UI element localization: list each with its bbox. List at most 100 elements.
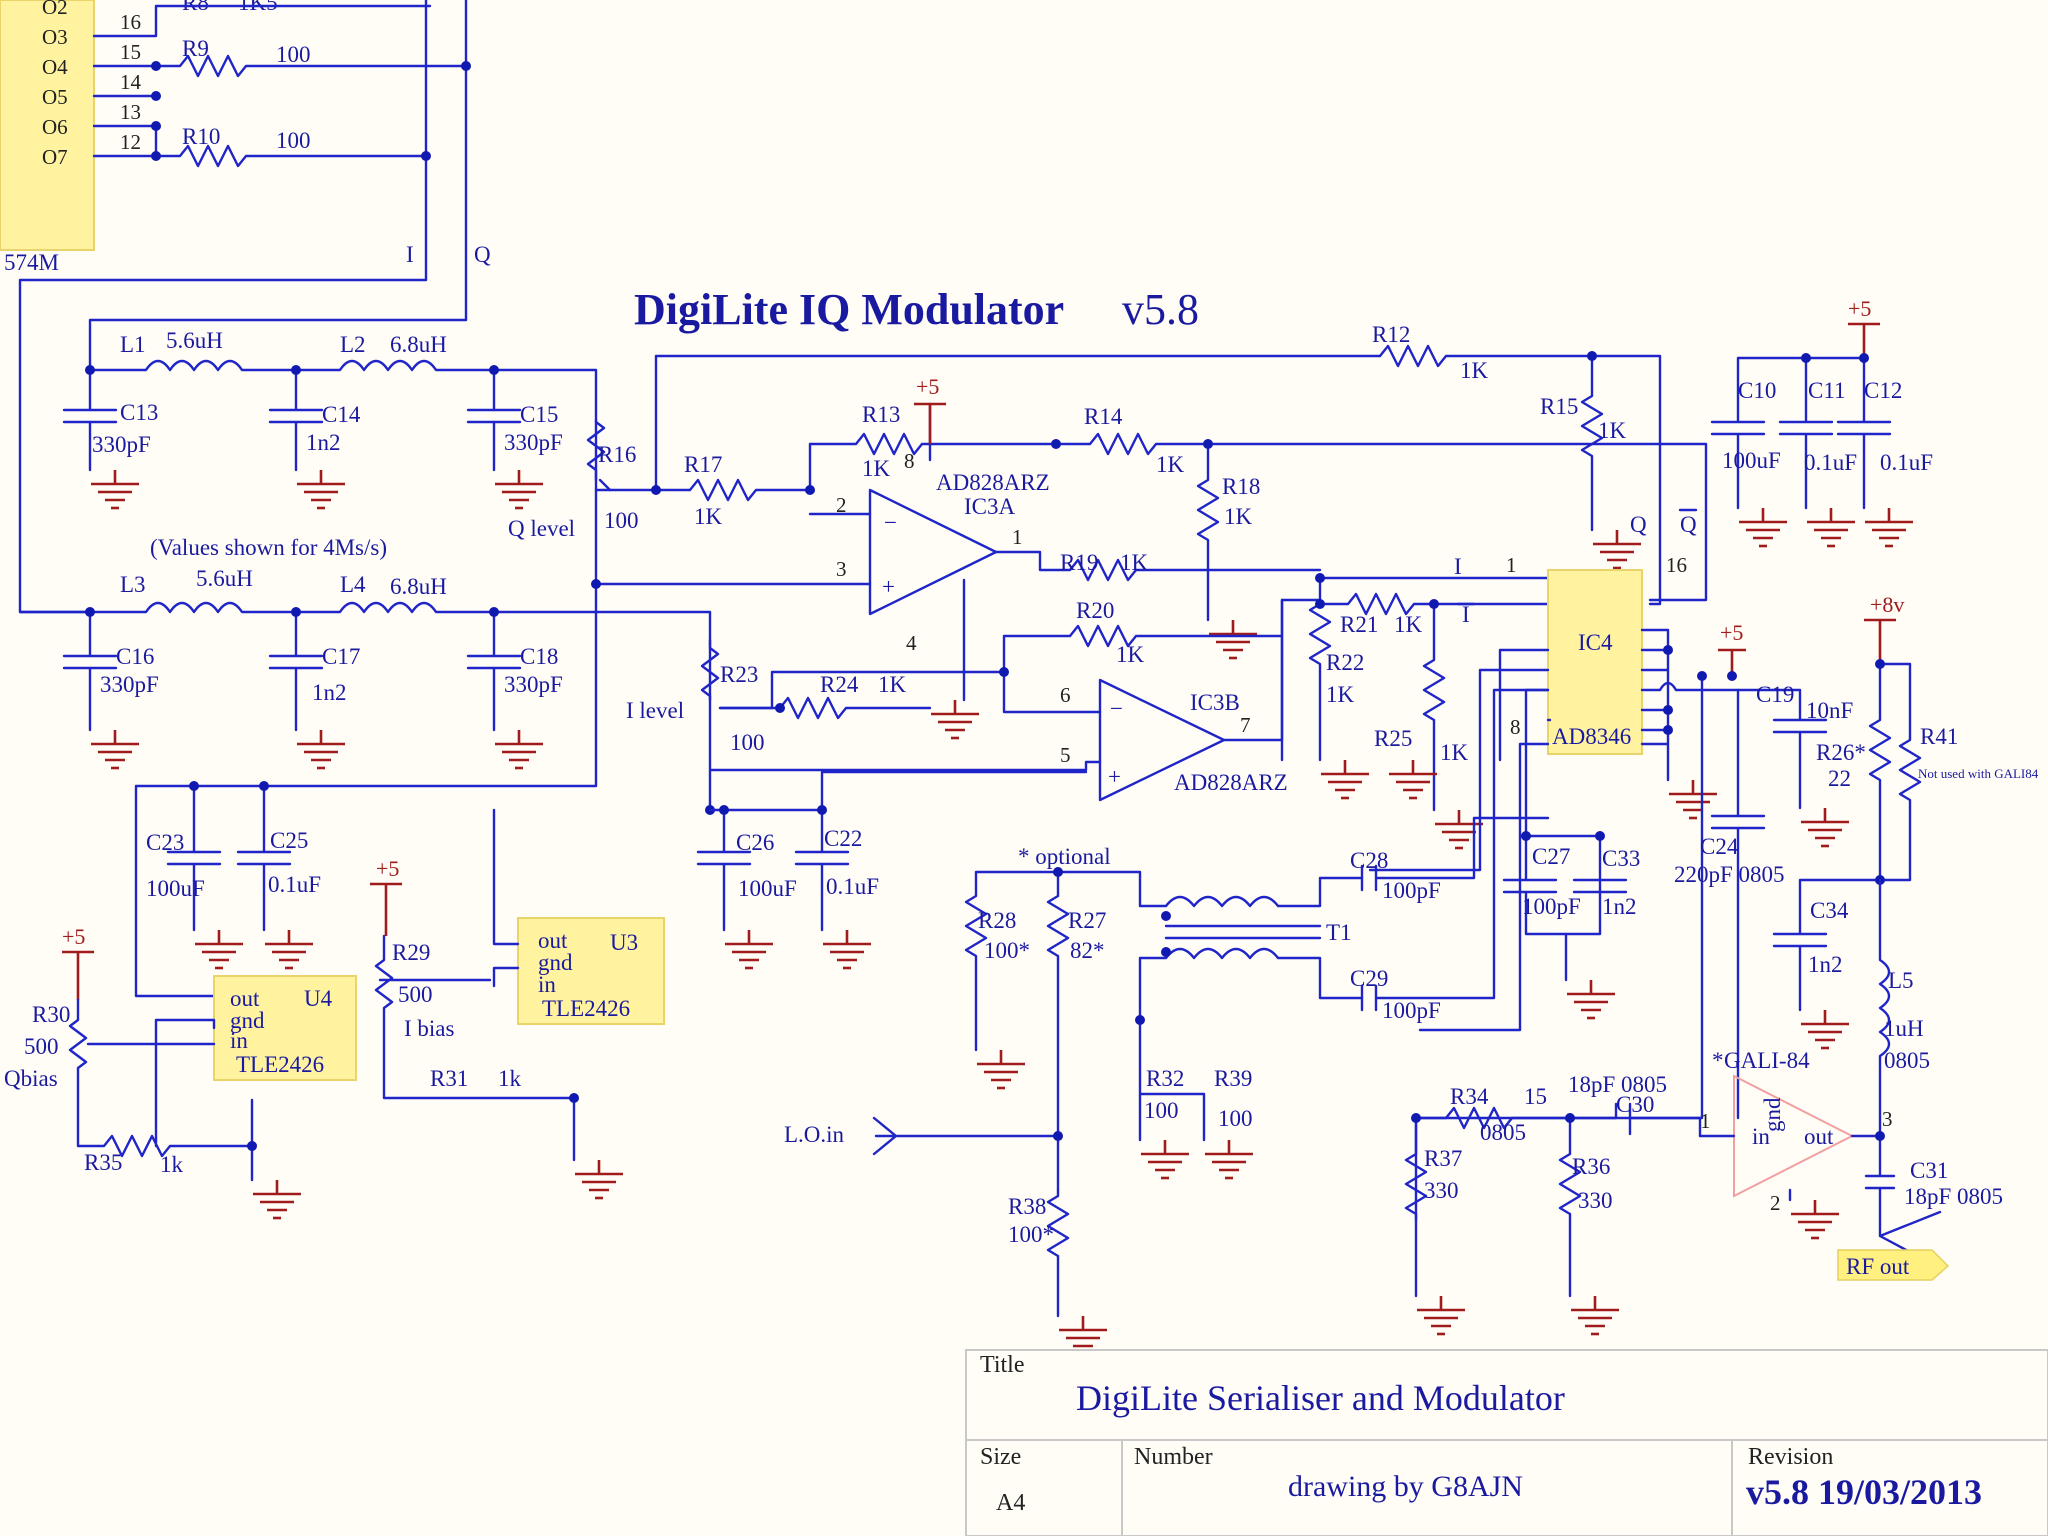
svg-text:1k: 1k (160, 1152, 184, 1177)
svg-text:R14: R14 (1084, 404, 1123, 429)
svg-text:0.1uF: 0.1uF (826, 874, 879, 899)
svg-text:R32: R32 (1146, 1066, 1184, 1091)
svg-text:5.6uH: 5.6uH (196, 566, 253, 591)
svg-text:1K5: 1K5 (238, 0, 278, 15)
svg-text:3: 3 (836, 557, 847, 581)
svg-text:in: in (230, 1028, 248, 1053)
svg-text:C18: C18 (520, 644, 558, 669)
svg-text:O6: O6 (42, 115, 68, 139)
svg-text:R12: R12 (1372, 322, 1410, 347)
svg-text:C30: C30 (1616, 1092, 1654, 1117)
svg-text:gnd: gnd (1760, 1097, 1785, 1132)
svg-text:R21: R21 (1340, 612, 1378, 637)
svg-text:8: 8 (904, 449, 915, 473)
svg-text:6.8uH: 6.8uH (390, 574, 447, 599)
svg-text:O2: O2 (42, 0, 68, 19)
svg-text:C23: C23 (146, 830, 184, 855)
svg-text:+: + (1108, 764, 1121, 789)
svg-text:gnd: gnd (538, 950, 573, 975)
svg-text:L2: L2 (340, 332, 366, 357)
svg-text:out: out (230, 986, 260, 1011)
svg-text:+5: +5 (376, 856, 399, 881)
svg-text:O5: O5 (42, 85, 68, 109)
svg-text:330pF: 330pF (504, 672, 563, 697)
title-label: Title (980, 1352, 1024, 1378)
svg-text:C31: C31 (1910, 1158, 1948, 1183)
svg-text:100: 100 (604, 508, 639, 533)
svg-text:R25: R25 (1374, 726, 1412, 751)
svg-text:L3: L3 (120, 572, 146, 597)
svg-text:100*: 100* (984, 938, 1030, 963)
svg-text:R34: R34 (1450, 1084, 1489, 1109)
svg-text:R38: R38 (1008, 1194, 1046, 1219)
number-value: drawing by G8AJN (1288, 1470, 1523, 1503)
svg-text:*: * (1712, 1048, 1724, 1073)
svg-text:R39: R39 (1214, 1066, 1252, 1091)
svg-text:R17: R17 (684, 452, 722, 477)
note-optional: * optional (1018, 844, 1111, 869)
svg-text:1K: 1K (1224, 504, 1253, 529)
svg-text:5: 5 (1060, 743, 1071, 767)
number-label: Number (1134, 1444, 1213, 1470)
svg-text:R36: R36 (1572, 1154, 1610, 1179)
svg-text:0.1uF: 0.1uF (1880, 450, 1933, 475)
svg-text:100*: 100* (1008, 1222, 1054, 1247)
svg-text:GALI-84: GALI-84 (1724, 1048, 1810, 1073)
svg-text:1K: 1K (862, 456, 891, 481)
svg-text:R18: R18 (1222, 474, 1260, 499)
svg-text:IC3B: IC3B (1190, 690, 1240, 715)
svg-text:6: 6 (1060, 683, 1071, 707)
svg-text:+5: +5 (1848, 296, 1871, 321)
svg-text:O4: O4 (42, 55, 68, 79)
svg-text:+5: +5 (1720, 620, 1743, 645)
svg-text:1: 1 (1700, 1109, 1711, 1133)
svg-text:330pF: 330pF (504, 430, 563, 455)
size-label: Size (980, 1444, 1021, 1470)
svg-text:R37: R37 (1424, 1146, 1462, 1171)
svg-text:L5: L5 (1888, 968, 1914, 993)
svg-text:100uF: 100uF (738, 876, 797, 901)
svg-text:C15: C15 (520, 402, 558, 427)
svg-text:1K: 1K (1156, 452, 1185, 477)
svg-text:500: 500 (398, 982, 433, 1007)
svg-text:C13: C13 (120, 400, 158, 425)
svg-text:U3: U3 (610, 930, 638, 955)
svg-text:330: 330 (1424, 1178, 1459, 1203)
svg-text:AD8346: AD8346 (1552, 724, 1631, 749)
svg-text:1K: 1K (1394, 612, 1423, 637)
svg-text:22: 22 (1828, 766, 1851, 791)
svg-text:C27: C27 (1532, 844, 1570, 869)
svg-text:R41: R41 (1920, 724, 1958, 749)
schematic-version: v5.8 (1122, 285, 1199, 334)
svg-text:12: 12 (120, 130, 141, 154)
svg-text:I: I (1462, 602, 1470, 627)
svg-text:220pF 0805: 220pF 0805 (1674, 862, 1785, 887)
schematic-title: DigiLite IQ Modulator (634, 285, 1064, 334)
svg-text:out: out (538, 928, 568, 953)
svg-text:R13: R13 (862, 402, 900, 427)
svg-text:100: 100 (1218, 1106, 1253, 1131)
svg-text:R24: R24 (820, 672, 859, 697)
svg-text:18pF 0805: 18pF 0805 (1904, 1184, 2003, 1209)
svg-text:330: 330 (1578, 1188, 1613, 1213)
rf-out-port (1837, 1249, 1950, 1281)
i-filter: L3 5.6uH L4 6.8uH C16 330pF C17 1n2 C18 … (18, 566, 712, 770)
svg-text:3: 3 (1882, 1107, 1893, 1131)
svg-text:Q level: Q level (508, 516, 575, 541)
svg-text:4: 4 (906, 631, 917, 655)
svg-text:18pF 0805: 18pF 0805 (1568, 1072, 1667, 1097)
svg-text:I: I (406, 242, 414, 267)
svg-text:AD828ARZ: AD828ARZ (936, 470, 1050, 495)
svg-text:C33: C33 (1602, 846, 1640, 871)
svg-text:100: 100 (276, 128, 311, 153)
modulator-ic4 (1547, 569, 1643, 755)
svg-text:C29: C29 (1350, 966, 1388, 991)
opamp-ic3a (868, 488, 998, 616)
svg-text:R20: R20 (1076, 598, 1114, 623)
svg-text:C17: C17 (322, 644, 360, 669)
svg-text:1n2: 1n2 (312, 680, 347, 705)
svg-text:C19: C19 (1756, 682, 1794, 707)
regulator-u3 (517, 917, 665, 1025)
svg-text:R29: R29 (392, 940, 430, 965)
svg-text:2: 2 (836, 493, 847, 517)
